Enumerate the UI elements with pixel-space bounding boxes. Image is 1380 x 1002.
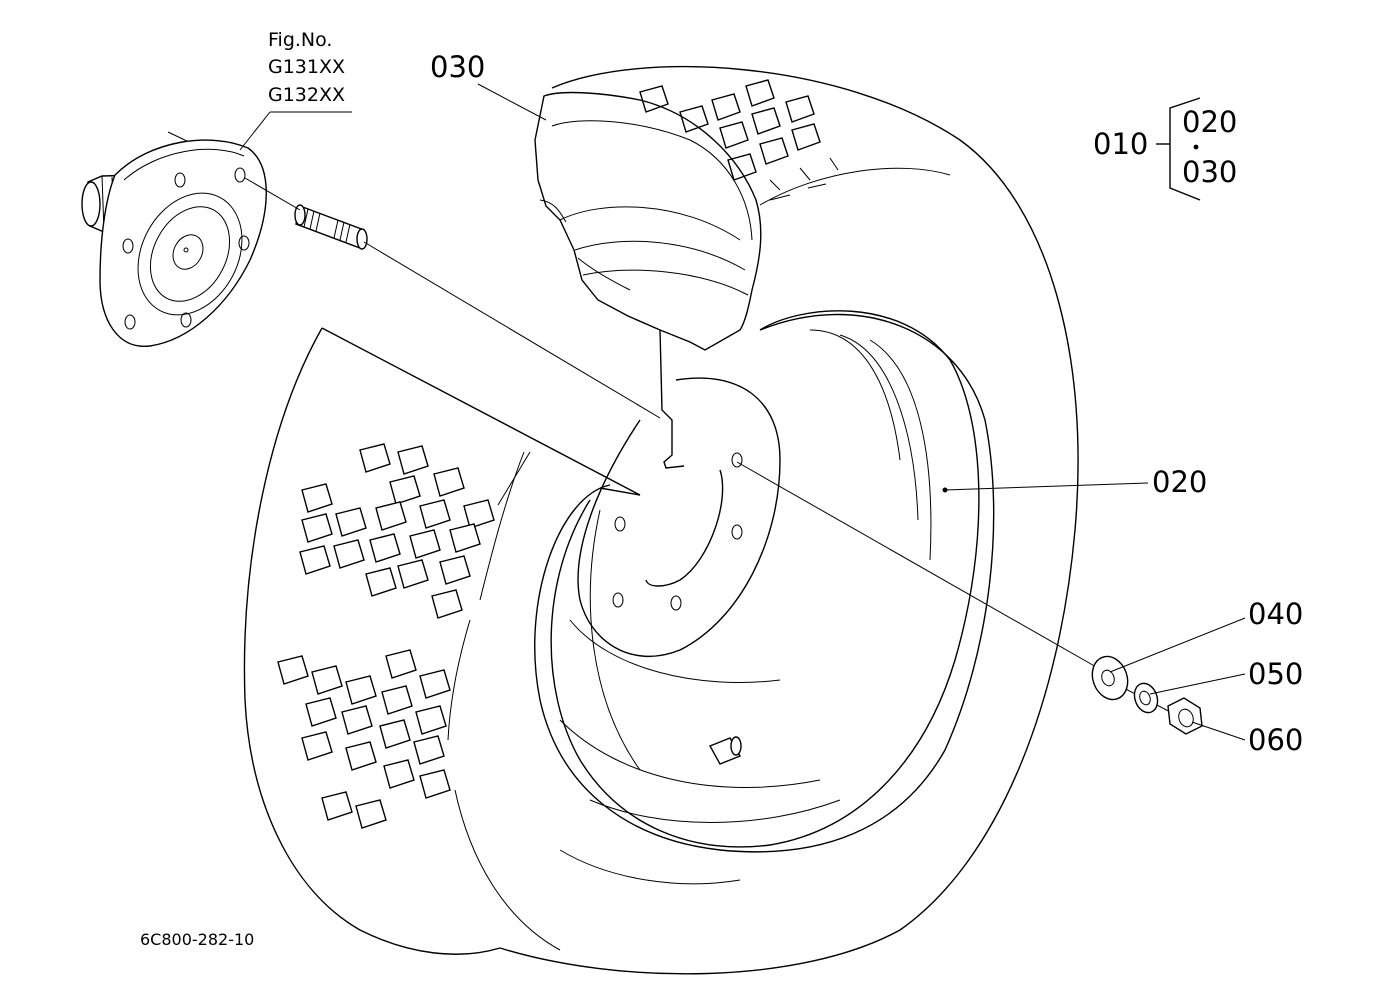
part-label-020: 020 — [1152, 465, 1207, 499]
tire-cross-section — [534, 91, 762, 469]
washer-040 — [1091, 655, 1129, 701]
tread-lugs-top — [639, 79, 839, 201]
fig-no-label: Fig.No. — [268, 29, 332, 51]
assembly-member-030: 030 — [1182, 155, 1237, 189]
assembly-member-020: 020 — [1182, 105, 1237, 139]
part-label-050: 050 — [1248, 657, 1303, 691]
drawing-code: 6C800-282-10 — [140, 930, 254, 949]
tread-lugs-left — [277, 443, 495, 829]
lock-washer-050 — [1133, 682, 1159, 714]
assembly-axis-line — [244, 177, 301, 211]
wheel-rim — [550, 310, 980, 848]
assembly-bracket — [1156, 97, 1201, 201]
part-label-030: 030 — [430, 50, 485, 84]
stud-bolt — [294, 204, 368, 250]
part-label-060: 060 — [1248, 723, 1303, 757]
tire — [243, 65, 1079, 975]
assembly-label-010: 010 — [1093, 127, 1148, 161]
hub-flange — [81, 131, 267, 347]
fig-code-1: G131XX — [268, 56, 345, 78]
part-label-040: 040 — [1248, 597, 1303, 631]
fig-code-2: G132XX — [268, 84, 345, 106]
leader-lines — [239, 83, 1246, 741]
nut-060 — [1167, 697, 1203, 735]
